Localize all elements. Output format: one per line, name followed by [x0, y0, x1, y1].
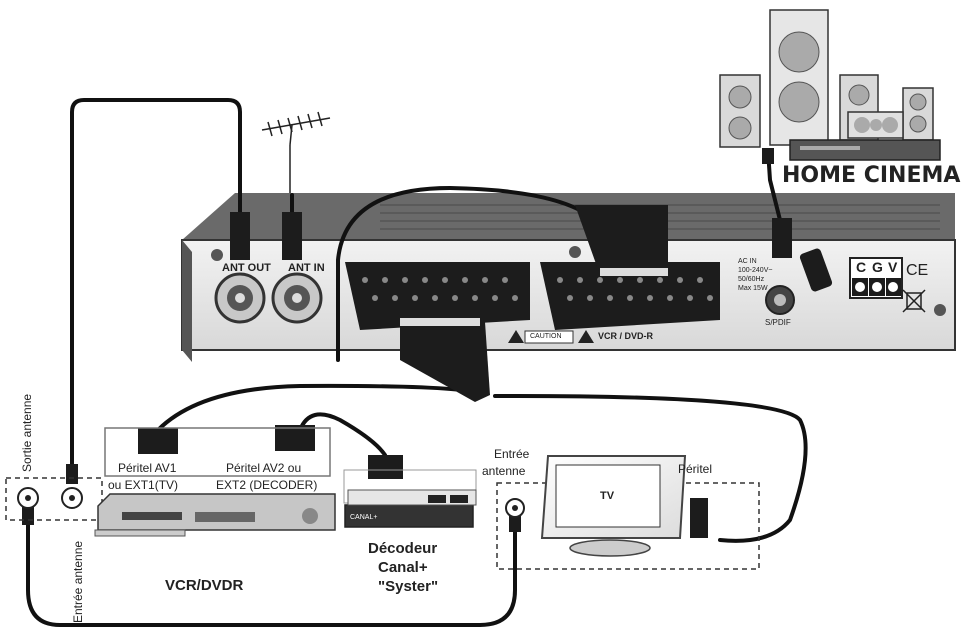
plugs — [22, 148, 792, 538]
entree-antenne-label: Entrée antenne — [71, 540, 85, 623]
scart-plug-vcr — [575, 205, 668, 275]
television — [496, 455, 760, 570]
scart-plug-av2 — [275, 425, 315, 451]
rca-plug — [762, 148, 774, 164]
speaker-icon — [769, 9, 829, 146]
scart-socket-vcr — [540, 262, 720, 330]
ant-in-connector — [271, 272, 323, 324]
roof-antenna — [261, 111, 331, 195]
certification-logos — [849, 257, 903, 299]
vcr-dvdr-socket-label: VCR / DVD-R — [598, 331, 654, 341]
peritel-av2-line2: EXT2 (DECODER) — [216, 478, 318, 492]
scart-plug-tv — [400, 322, 490, 402]
caution-label-box — [524, 330, 574, 344]
canal-decoder — [343, 469, 477, 528]
scart-plug-decoder — [368, 455, 403, 479]
speaker-icon — [902, 87, 934, 141]
canal-brand-label: CANAL+ — [350, 514, 378, 521]
scart-socket-tv — [345, 262, 530, 330]
cable-ant-out-to-vcr — [70, 98, 242, 472]
tv-screen-label: TV — [600, 490, 615, 502]
cable-scart-vcr-to-av2 — [336, 186, 597, 362]
sortie-antenne-label: Sortie antenne — [20, 393, 34, 472]
home-cinema-label: HOME CINEMA — [782, 163, 961, 188]
ac-in-line: Max 15W — [738, 285, 768, 292]
decoder-title-line1: Décodeur — [368, 540, 438, 557]
screw-icon — [211, 249, 223, 261]
vcr-dvdr-title: VCR/DVDR — [165, 577, 244, 594]
av-receiver-icon — [789, 139, 941, 161]
center-speaker-icon — [847, 111, 904, 139]
cert-letter: G — [872, 259, 883, 275]
ac-in-line: 100-240V~ — [738, 267, 773, 274]
cert-letter: V — [888, 259, 898, 275]
rf-plug-ant-out — [230, 212, 250, 260]
rca-plug-spdif — [772, 218, 792, 258]
ce-mark: CE — [906, 262, 929, 279]
tv-entree-antenne-line2: antenne — [482, 464, 526, 478]
screw-icon — [934, 304, 946, 316]
cable-scart-to-tv-peritel — [493, 393, 808, 543]
scart-plug-av1 — [138, 428, 178, 454]
cable-av2-to-decoder — [298, 412, 387, 457]
ac-in-line: 50/60Hz — [738, 276, 765, 283]
cable-vcr-to-tv-antenna — [26, 518, 517, 627]
spdif-connector — [765, 285, 795, 315]
warning-icon — [578, 330, 594, 343]
cert-letter: C — [856, 259, 867, 275]
peritel-av2-line1: Péritel AV2 ou — [226, 461, 302, 475]
ant-in-label: ANT IN — [288, 262, 325, 274]
tv-entree-antenne-line1: Entrée — [494, 447, 530, 461]
peritel-av1-line2: ou EXT1(TV) — [108, 478, 179, 492]
weee-bin-icon — [902, 289, 926, 313]
ant-out-label: ANT OUT — [222, 262, 271, 274]
rf-plug-ant-in — [282, 212, 302, 260]
speaker-icon — [719, 74, 761, 148]
ant-out-connector — [214, 272, 266, 324]
rf-plug-sortie — [66, 464, 78, 484]
vcr-antenna-dashed-box — [5, 477, 103, 521]
receiver — [181, 193, 956, 362]
cable-scart-tv-to-av1 — [156, 383, 482, 432]
caution-label: CAUTION — [530, 333, 562, 340]
decoder-title-line2: Canal+ — [378, 559, 428, 576]
power-cord-plug — [799, 248, 833, 292]
tv-peritel-label: Péritel — [678, 462, 713, 476]
ac-in-line: AC IN — [738, 258, 757, 265]
peritel-av1-line1: Péritel AV1 — [118, 461, 177, 475]
screw-icon — [569, 246, 581, 258]
scart-plug-tv-peritel — [690, 498, 708, 538]
spdif-label: S/PDIF — [765, 318, 791, 327]
vcr-dvdr-box — [5, 427, 336, 537]
warning-icon — [508, 330, 524, 343]
decoder-title-line3: "Syster" — [378, 578, 439, 595]
home-cinema-set — [719, 9, 941, 161]
